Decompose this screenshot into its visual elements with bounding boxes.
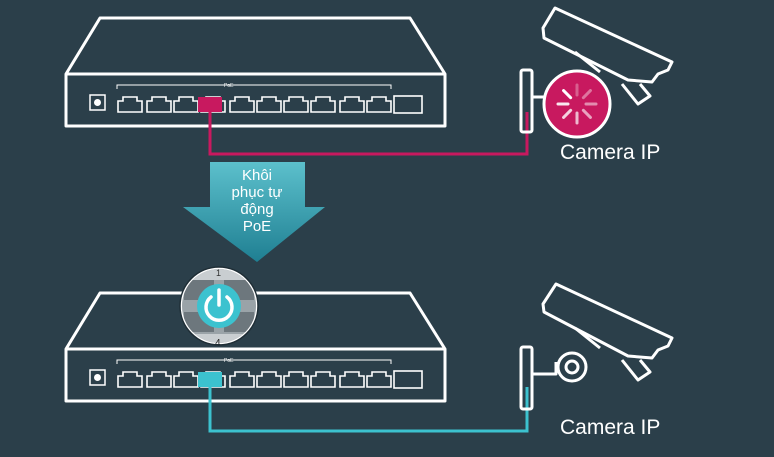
spinner-dash <box>562 89 573 100</box>
ethernet-port <box>229 96 255 113</box>
switch-bottom-restored-port <box>198 372 222 387</box>
ethernet-port <box>310 371 336 388</box>
zoom-port-number-top: 1 <box>216 268 221 278</box>
arrow-label-line-3: động <box>240 201 274 218</box>
camera-fault-indicator <box>542 69 612 139</box>
switch-top-power-jack <box>89 94 106 111</box>
zoom-port-number-bottom: 4 <box>215 338 221 349</box>
ethernet-port <box>173 96 199 113</box>
switch-bottom-poe-marking: PoE <box>224 358 234 364</box>
switch-bottom <box>64 291 447 403</box>
ethernet-port <box>310 96 336 113</box>
ethernet-port <box>146 96 172 113</box>
spinner-dash <box>581 89 592 100</box>
arrow-label-line-4: PoE <box>242 218 272 235</box>
ethernet-port <box>146 371 172 388</box>
recovery-arrow <box>183 162 325 262</box>
switch-top-sfp-port <box>393 95 423 114</box>
switch-top <box>64 16 447 128</box>
ethernet-port <box>339 96 365 113</box>
switch-bottom-power-jack <box>89 369 106 386</box>
switch-top-poe-marking: PoE <box>224 83 234 89</box>
spinner-dash <box>562 108 573 119</box>
recovery-arrow-label: Khôi phục tự động PoE <box>208 167 306 235</box>
ethernet-port <box>117 96 143 113</box>
camera-bottom-label: Camera IP <box>560 416 661 439</box>
ethernet-port <box>173 371 199 388</box>
ethernet-port <box>366 371 392 388</box>
ethernet-port <box>339 371 365 388</box>
switch-top-ports <box>117 96 392 113</box>
switch-top-fault-port <box>198 97 222 112</box>
ethernet-port <box>256 96 282 113</box>
switch-bottom-poe-bracket <box>116 359 392 364</box>
switch-bottom-ports <box>117 371 392 388</box>
camera-bottom <box>519 282 674 411</box>
ethernet-port <box>283 371 309 388</box>
power-restart-icon <box>204 288 234 322</box>
loading-spinner-icon <box>556 83 598 125</box>
ethernet-port <box>229 371 255 388</box>
ethernet-port <box>256 371 282 388</box>
switch-bottom-sfp-port <box>393 370 423 389</box>
switch-top-poe-bracket <box>116 84 392 89</box>
arrow-label-line-1: Khôi <box>241 167 273 184</box>
ethernet-port <box>117 371 143 388</box>
ethernet-port <box>366 96 392 113</box>
camera-top-label: Camera IP <box>560 141 661 164</box>
restored-link-cable <box>208 387 529 433</box>
fault-link-cable <box>208 112 529 156</box>
ethernet-port <box>283 96 309 113</box>
port-zoom-magnifier: 1 4 <box>179 266 259 349</box>
spinner-dash <box>581 108 592 119</box>
arrow-label-line-2: phục tự <box>231 184 283 201</box>
